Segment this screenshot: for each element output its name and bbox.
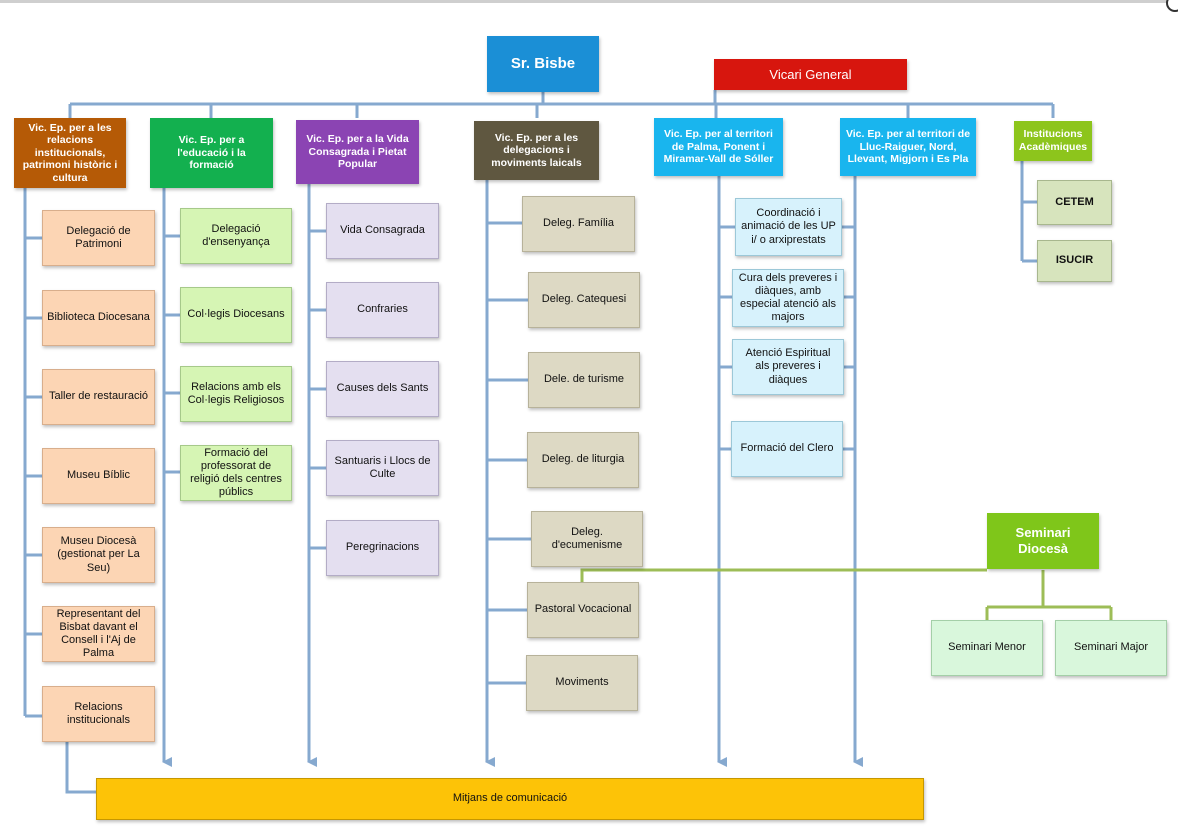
close-icon[interactable]: [1166, 0, 1178, 12]
list-item-label: Taller de restauració: [48, 390, 149, 403]
list-item: Formació del professorat de religió dels…: [180, 445, 292, 501]
vicari-general-box: Vicari General: [714, 59, 907, 90]
seminari-connectors: [580, 568, 1113, 620]
list-item: Moviments: [526, 655, 638, 711]
mitjans-comunicacio-label: Mitjans de comunicació: [452, 792, 568, 805]
seminari-diocesa-label: Seminari Diocesà: [1015, 525, 1071, 556]
list-item-label: Delegació de Patrimoni: [66, 224, 131, 250]
vicariate-header-delegacions: Vic. Ep. per a les delegacions i movimen…: [474, 121, 599, 180]
list-item-label: Cura dels preveres i diàques, amb especi…: [738, 271, 838, 324]
list-item: Relacions amb els Col·legis Religiosos: [180, 366, 292, 422]
list-item-label: Relacions institucionals: [67, 700, 130, 726]
list-item-label: Seminari Menor: [948, 641, 1026, 654]
list-item-label: Causes dels Sants: [336, 382, 429, 395]
mitjans-comunicacio-bar: Mitjans de comunicació: [96, 778, 924, 820]
list-item: Seminari Menor: [931, 620, 1043, 676]
list-item: Deleg. d'ecumenisme: [531, 511, 643, 567]
list-item-label: Peregrinacions: [345, 541, 420, 554]
sr-bisbe-label: Sr. Bisbe: [510, 55, 576, 72]
list-item: Biblioteca Diocesana: [42, 290, 155, 346]
vicariate-header-label: Vic. Ep. per al territori de Lluc-Raigue…: [845, 128, 971, 166]
list-item-label: Confraries: [357, 303, 408, 316]
list-item-label: Seminari Major: [1074, 641, 1148, 654]
list-item-label: Deleg. d'ecumenisme: [551, 525, 623, 551]
list-item: Pastoral Vocacional: [527, 582, 639, 638]
list-item: Taller de restauració: [42, 369, 155, 425]
list-item-label: Biblioteca Diocesana: [47, 311, 150, 324]
vicariate-header-label: Vic. Ep. per a l'educació i la formació: [177, 134, 246, 172]
list-item: CETEM: [1037, 180, 1112, 225]
list-item: Confraries: [326, 282, 439, 338]
vicariate-header-label: Vic. Ep. per a les relacions institucion…: [22, 121, 118, 184]
list-item-label: Museu Bíblic: [67, 469, 130, 482]
list-item: Relacions institucionals: [42, 686, 155, 742]
list-item-label: Museu Diocesà (gestionat per La Seu): [57, 535, 140, 574]
sr-bisbe-box: Sr. Bisbe: [487, 36, 599, 92]
vicariate-header-vida-consagrada: Vic. Ep. per a la Vida Consagrada i Piet…: [296, 120, 419, 184]
list-item-label: Vida Consagrada: [340, 224, 425, 237]
vicariate-header-lluc: Vic. Ep. per al territori de Lluc-Raigue…: [840, 118, 976, 176]
institucions-header: Institucions Acadèmiques: [1014, 121, 1092, 161]
list-item-label: Moviments: [555, 676, 609, 689]
list-item: Seminari Major: [1055, 620, 1167, 676]
vicariate-header-label: Vic. Ep. per a la Vida Consagrada i Piet…: [306, 133, 409, 171]
list-item-label: Deleg. Catequesi: [541, 293, 627, 306]
blue-connectors: [23, 90, 1055, 794]
list-item: Cura dels preveres i diàques, amb especi…: [732, 269, 844, 327]
list-item-label: Formació del professorat de religió dels…: [190, 446, 282, 499]
list-item: Dele. de turisme: [528, 352, 640, 408]
vicari-general-label: Vicari General: [769, 66, 852, 82]
list-item: Coordinació i animació de les UP i/ o ar…: [735, 198, 842, 256]
list-item-label: Pastoral Vocacional: [534, 603, 632, 616]
list-item: Col·legis Diocesans: [180, 287, 292, 343]
list-item-label: Atenció Espiritual als preveres i diàque…: [745, 347, 831, 386]
list-item: Museu Bíblic: [42, 448, 155, 504]
list-item: Representant del Bisbat davant el Consel…: [42, 606, 155, 662]
list-item-label: Relacions amb els Col·legis Religiosos: [187, 380, 285, 406]
vicariate-header-label: Institucions Acadèmiques: [1018, 128, 1088, 153]
list-item-label: Deleg. Família: [543, 217, 614, 230]
list-item: Vida Consagrada: [326, 203, 439, 259]
list-item: ISUCIR: [1037, 240, 1112, 282]
vicariate-header-educacio: Vic. Ep. per a l'educació i la formació: [150, 118, 273, 188]
list-item-label: Coordinació i animació de les UP i/ o ar…: [741, 207, 836, 246]
list-item-label: Delegació d'ensenyança: [202, 222, 270, 248]
vicariate-header-relacions: Vic. Ep. per a les relacions institucion…: [14, 118, 126, 188]
list-item: Formació del Clero: [731, 421, 843, 477]
list-item-label: Col·legis Diocesans: [187, 308, 285, 321]
list-item: Santuaris i Llocs de Culte: [326, 440, 439, 496]
list-item: Deleg. Família: [522, 196, 635, 252]
list-item: Deleg. de liturgia: [527, 432, 639, 488]
list-item: Deleg. Catequesi: [528, 272, 640, 328]
list-item-label: CETEM: [1055, 195, 1094, 208]
list-item: Atenció Espiritual als preveres i diàque…: [732, 339, 844, 395]
list-item: Museu Diocesà (gestionat per La Seu): [42, 527, 155, 583]
top-border: [0, 0, 1178, 3]
list-item-label: Dele. de turisme: [543, 373, 625, 386]
seminari-diocesa-box: Seminari Diocesà: [987, 513, 1099, 569]
vicariate-header-label: Vic. Ep. per al territori de Palma, Pone…: [663, 128, 774, 166]
list-item-label: ISUCIR: [1055, 254, 1094, 267]
list-item-label: Formació del Clero: [740, 442, 834, 455]
list-item-label: Deleg. de liturgia: [541, 453, 625, 466]
list-item-label: Representant del Bisbat davant el Consel…: [56, 607, 141, 660]
vicariate-header-palma: Vic. Ep. per al territori de Palma, Pone…: [654, 118, 783, 176]
list-item: Causes dels Sants: [326, 361, 439, 417]
list-item: Delegació de Patrimoni: [42, 210, 155, 266]
list-item: Peregrinacions: [326, 520, 439, 576]
list-item: Delegació d'ensenyança: [180, 208, 292, 264]
vicariate-header-label: Vic. Ep. per a les delegacions i movimen…: [491, 131, 582, 169]
list-item-label: Santuaris i Llocs de Culte: [334, 454, 431, 480]
